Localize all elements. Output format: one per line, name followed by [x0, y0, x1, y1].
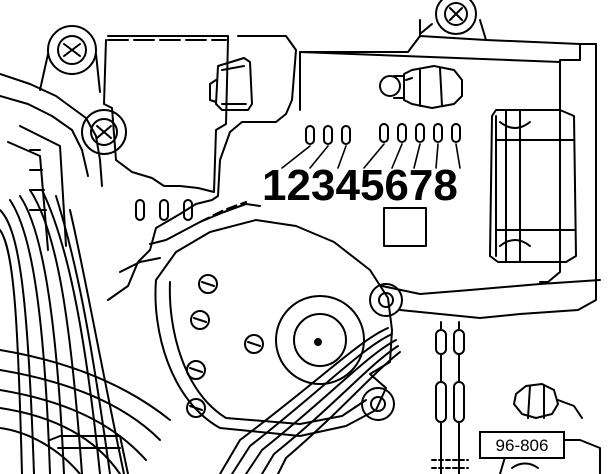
gauge-hub-inner — [293, 313, 347, 367]
circuit-board-outline — [107, 19, 581, 301]
screw-top-left — [47, 25, 97, 75]
screw-top-left-head — [57, 35, 87, 65]
housing-screw-1 — [198, 274, 218, 294]
clip-connector — [209, 57, 253, 111]
cover-plate — [103, 39, 229, 193]
left-housing-ribs — [7, 125, 67, 251]
test-pad-square — [383, 207, 427, 247]
mounting-lug-lower-hole — [370, 396, 386, 412]
pin-leader-lines — [281, 143, 461, 169]
gauge-hub-spindle — [314, 338, 322, 346]
screw-top-right-slot — [449, 7, 463, 21]
screw-top-right-head — [444, 2, 468, 26]
housing-screw-5 — [186, 398, 206, 418]
mounting-lug-lower — [361, 387, 395, 421]
housing-screw-4 — [186, 360, 206, 380]
screw-top-right-boss — [419, 19, 487, 41]
terminal-number-8: 8 — [433, 161, 457, 210]
gauge-hood-dash — [199, 201, 247, 223]
screw-mid-left — [81, 109, 127, 155]
terminal-pins-right-group — [379, 123, 461, 143]
gauge-hood — [119, 203, 261, 273]
mounting-lug-right — [369, 283, 403, 317]
terminal-number-3: 3 — [311, 161, 335, 210]
terminal-pins-lower — [135, 199, 193, 221]
left-wires-lower — [0, 349, 171, 474]
reference-code: 96-806 — [496, 436, 549, 455]
left-housing — [0, 73, 103, 187]
bottom-connector — [49, 435, 129, 474]
terminal-pins-left-group — [305, 125, 351, 145]
gauge-hub-outer — [275, 295, 365, 385]
terminal-number-7: 7 — [409, 161, 433, 210]
board-lower-edge — [381, 279, 601, 295]
bulb-socket-lower — [513, 383, 583, 419]
terminal-number-5: 5 — [360, 161, 384, 210]
screw-top-right — [435, 0, 477, 35]
terminal-number-6: 6 — [384, 161, 408, 210]
terminal-number-2: 2 — [286, 161, 310, 210]
screw-top-left-boss — [39, 53, 101, 93]
bulb-holder — [403, 65, 463, 109]
left-cable-bundle — [0, 189, 125, 474]
terminal-number-4: 4 — [335, 161, 360, 210]
gauge-housing-inner — [168, 281, 367, 425]
reference-code-box — [479, 431, 565, 459]
board-top-edge — [299, 51, 561, 111]
housing-screw-3 — [244, 334, 264, 354]
gauge-housing — [154, 219, 393, 437]
terminal-number-label: 12345678 — [262, 161, 458, 210]
coil-component — [489, 109, 577, 263]
mounting-lug-right-hole — [378, 292, 394, 308]
housing-screw-2 — [190, 310, 210, 330]
screw-mid-left-head — [90, 118, 118, 146]
ribbon-cable — [219, 327, 401, 474]
screw-mid-left-slot — [96, 125, 112, 139]
fuse-pair — [431, 321, 469, 474]
board-right-edge — [399, 43, 597, 319]
terminal-number-1: 1 — [262, 161, 286, 210]
screw-top-left-slot — [63, 43, 81, 57]
